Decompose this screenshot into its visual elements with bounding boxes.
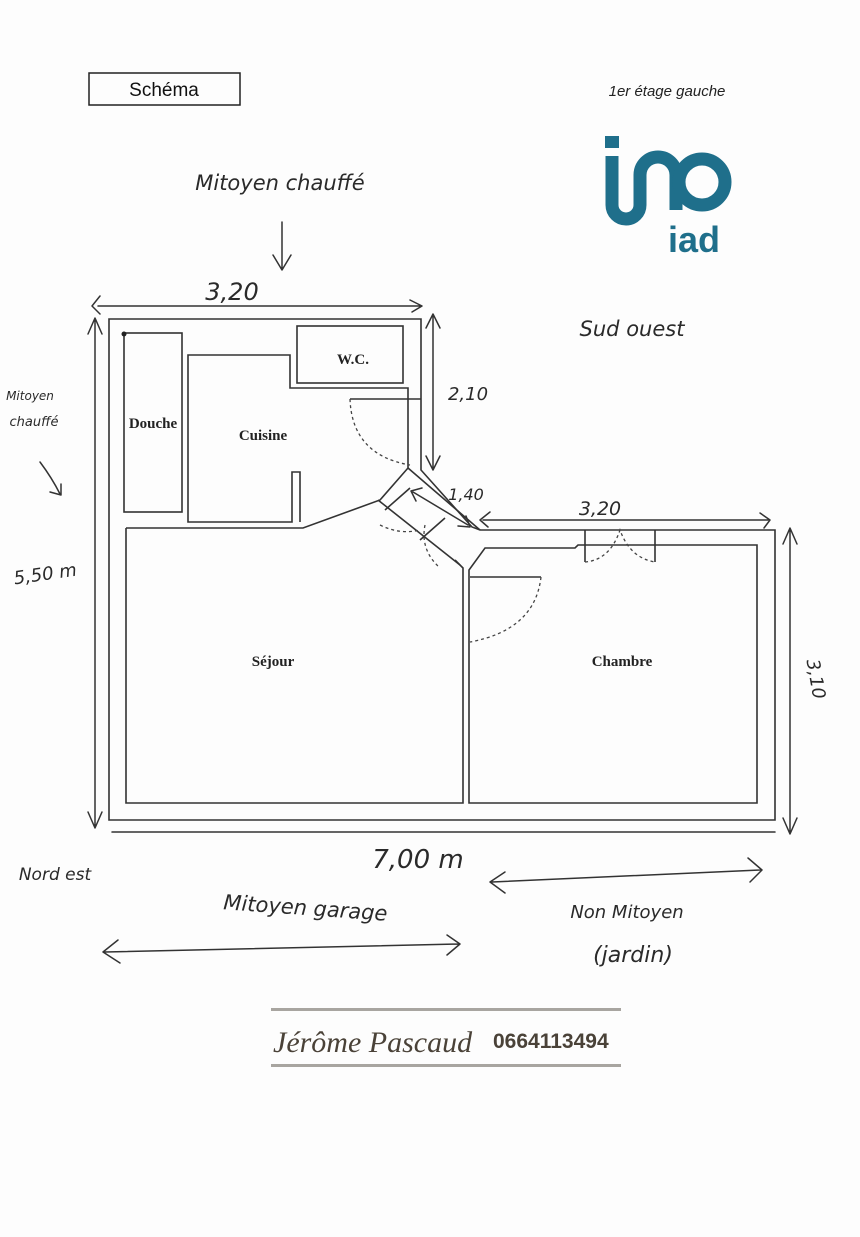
walls xyxy=(108,318,776,821)
top-neighbor-note: Mitoyen chauffé xyxy=(195,171,365,195)
title-box xyxy=(88,72,241,106)
room-label-sejour: Séjour xyxy=(252,654,295,670)
arrow-bottom-left xyxy=(102,934,461,964)
room-label-chambre: Chambre xyxy=(592,654,653,670)
dimension-arrow-right xyxy=(782,527,798,835)
agent-name: Jérôme Pascaud xyxy=(273,1026,473,1059)
bottom-right-neighbor-1: Non Mitoyen xyxy=(570,902,683,923)
dimension-arrow-chambre xyxy=(479,511,771,529)
douche-room xyxy=(123,332,183,513)
dimension-arrow-left xyxy=(87,317,103,829)
dimension-top-width: 3,20 xyxy=(205,278,258,306)
agent-phone: 0664113494 xyxy=(493,1030,609,1053)
room-label-wc: W.C. xyxy=(337,352,369,368)
window-chambre xyxy=(584,528,656,563)
orientation-bottom: Nord est xyxy=(19,865,93,885)
dimension-chambre-width: 3,20 xyxy=(579,498,621,520)
left-neighbor-note-1: Mitoyen xyxy=(6,389,54,403)
footer-rule-bottom xyxy=(271,1064,621,1067)
dimension-total-width: 7,00 m xyxy=(372,845,463,875)
arrow-bottom-right xyxy=(489,857,763,894)
iad-logo: iad xyxy=(605,136,732,260)
iad-logo-text: iad xyxy=(668,219,720,260)
dimension-arrow-top xyxy=(91,295,423,315)
bottom-left-neighbor: Mitoyen garage xyxy=(223,890,389,925)
dimension-right-height: 3,10 xyxy=(802,657,830,700)
orientation-top: Sud ouest xyxy=(580,317,686,341)
room-label-douche: Douche xyxy=(129,416,178,432)
arrow-right-icon xyxy=(39,461,62,496)
left-neighbor-note-2: chauffé xyxy=(10,415,59,430)
dimension-left-height: 5,50 m xyxy=(12,560,78,590)
floor-label: 1er étage gauche xyxy=(609,83,726,100)
door-chambre xyxy=(469,576,542,643)
dimension-arrow-wc xyxy=(425,313,441,471)
room-label-cuisine: Cuisine xyxy=(239,428,288,444)
footer-rule-top xyxy=(271,1008,621,1011)
wc-room xyxy=(296,325,404,384)
bottom-right-neighbor-2: (jardin) xyxy=(593,943,673,968)
page-title: Schéma xyxy=(129,80,199,101)
arrow-down-icon xyxy=(272,221,292,271)
door-corridor xyxy=(379,524,441,569)
dimension-corridor: 1,40 xyxy=(448,485,484,504)
door-cuisine xyxy=(349,398,411,466)
dimension-wc-height: 2,10 xyxy=(448,384,488,405)
